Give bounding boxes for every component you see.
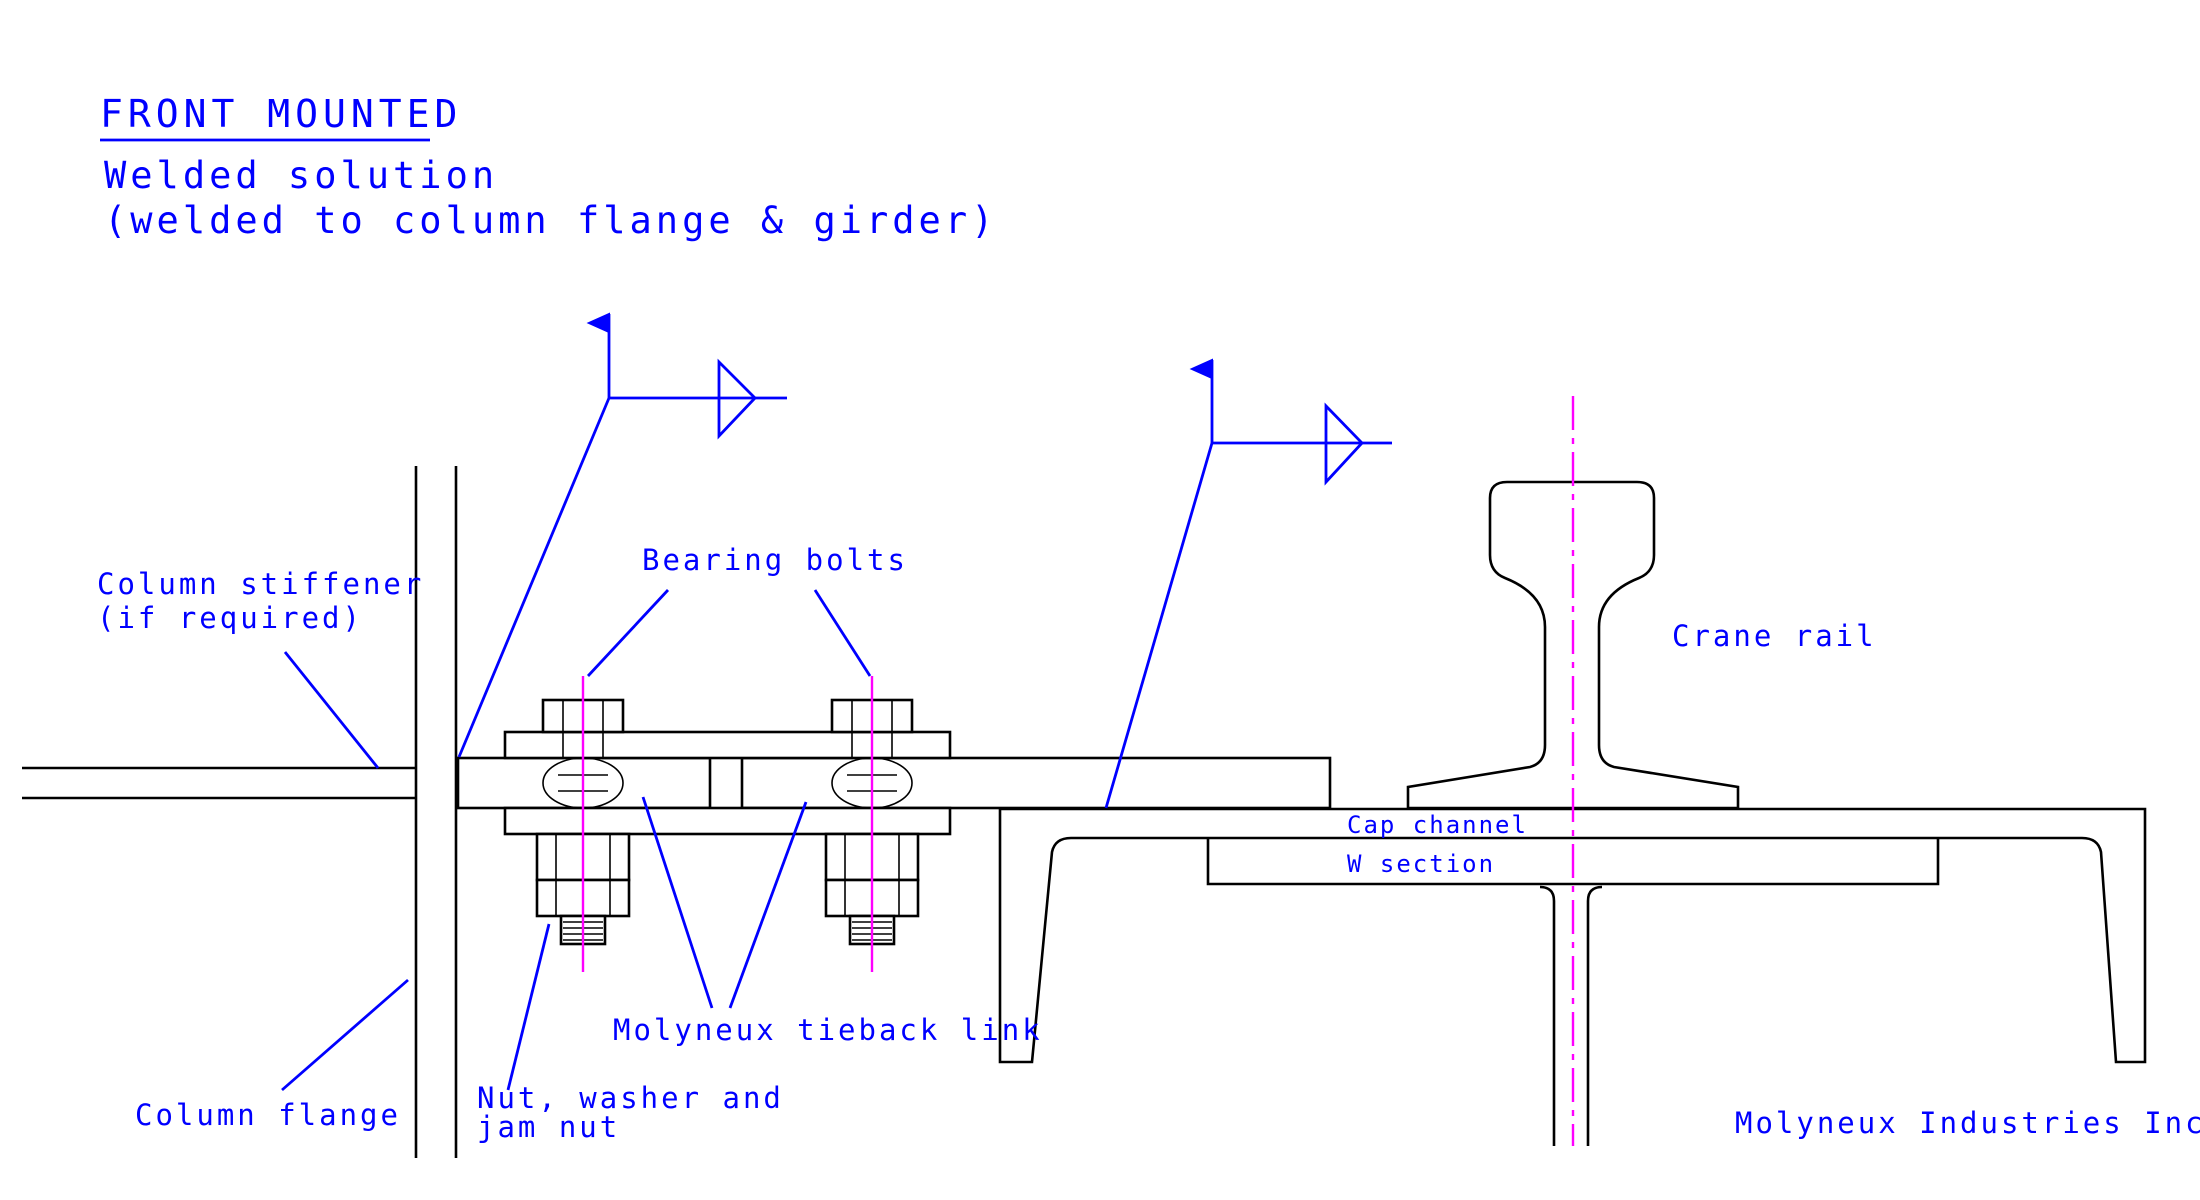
drawing-title: FRONT MOUNTED: [100, 92, 462, 136]
cap-channel-label: Cap channel: [1347, 811, 1528, 839]
bearing-bolts-leader-2: [813, 589, 872, 677]
column-flange: [414, 466, 458, 1158]
title-block: FRONT MOUNTED Welded solution (welded to…: [100, 92, 997, 242]
subtitle-line-2: (welded to column flange & girder): [104, 199, 997, 242]
column-flange-leader: [281, 978, 409, 1092]
column-stiffener-leader: [283, 651, 380, 769]
weld-symbol-2: [1104, 358, 1392, 809]
company-name: Molyneux Industries Inc.: [1735, 1106, 2200, 1140]
tieback-link-leader-1: [641, 796, 714, 1009]
subtitle-line-1: Welded solution: [104, 154, 498, 197]
crane-rail-label: Crane rail: [1672, 619, 1877, 653]
cap-channel: [998, 807, 2147, 1064]
top-washer-plate: [503, 730, 952, 760]
column-flange-label: Column flange: [135, 1098, 401, 1132]
w-section-label: W section: [1347, 850, 1495, 878]
column-stiffener-label: Column stiffener: [97, 567, 424, 601]
bearing-bolts-leader-1: [586, 589, 670, 677]
weld-symbol-1: [457, 312, 787, 758]
bearing-bolts-label: Bearing bolts: [642, 543, 908, 577]
column-stiffener-label-2: (if required): [97, 601, 363, 635]
nut-washer-leader: [506, 923, 551, 1091]
nut-washer-label: Nut, washer and: [477, 1081, 784, 1115]
w-section: [1206, 838, 1940, 1146]
bottom-washer-plate: [503, 806, 952, 836]
tieback-link-label: Molyneux tieback link: [613, 1013, 1043, 1047]
column-stiffener: [22, 766, 415, 800]
tieback-link-right-bar: [740, 756, 1332, 810]
nut-washer-label-2: jam nut: [477, 1110, 620, 1144]
tieback-link-leader-2: [728, 801, 808, 1009]
tieback-link: [456, 756, 1332, 810]
